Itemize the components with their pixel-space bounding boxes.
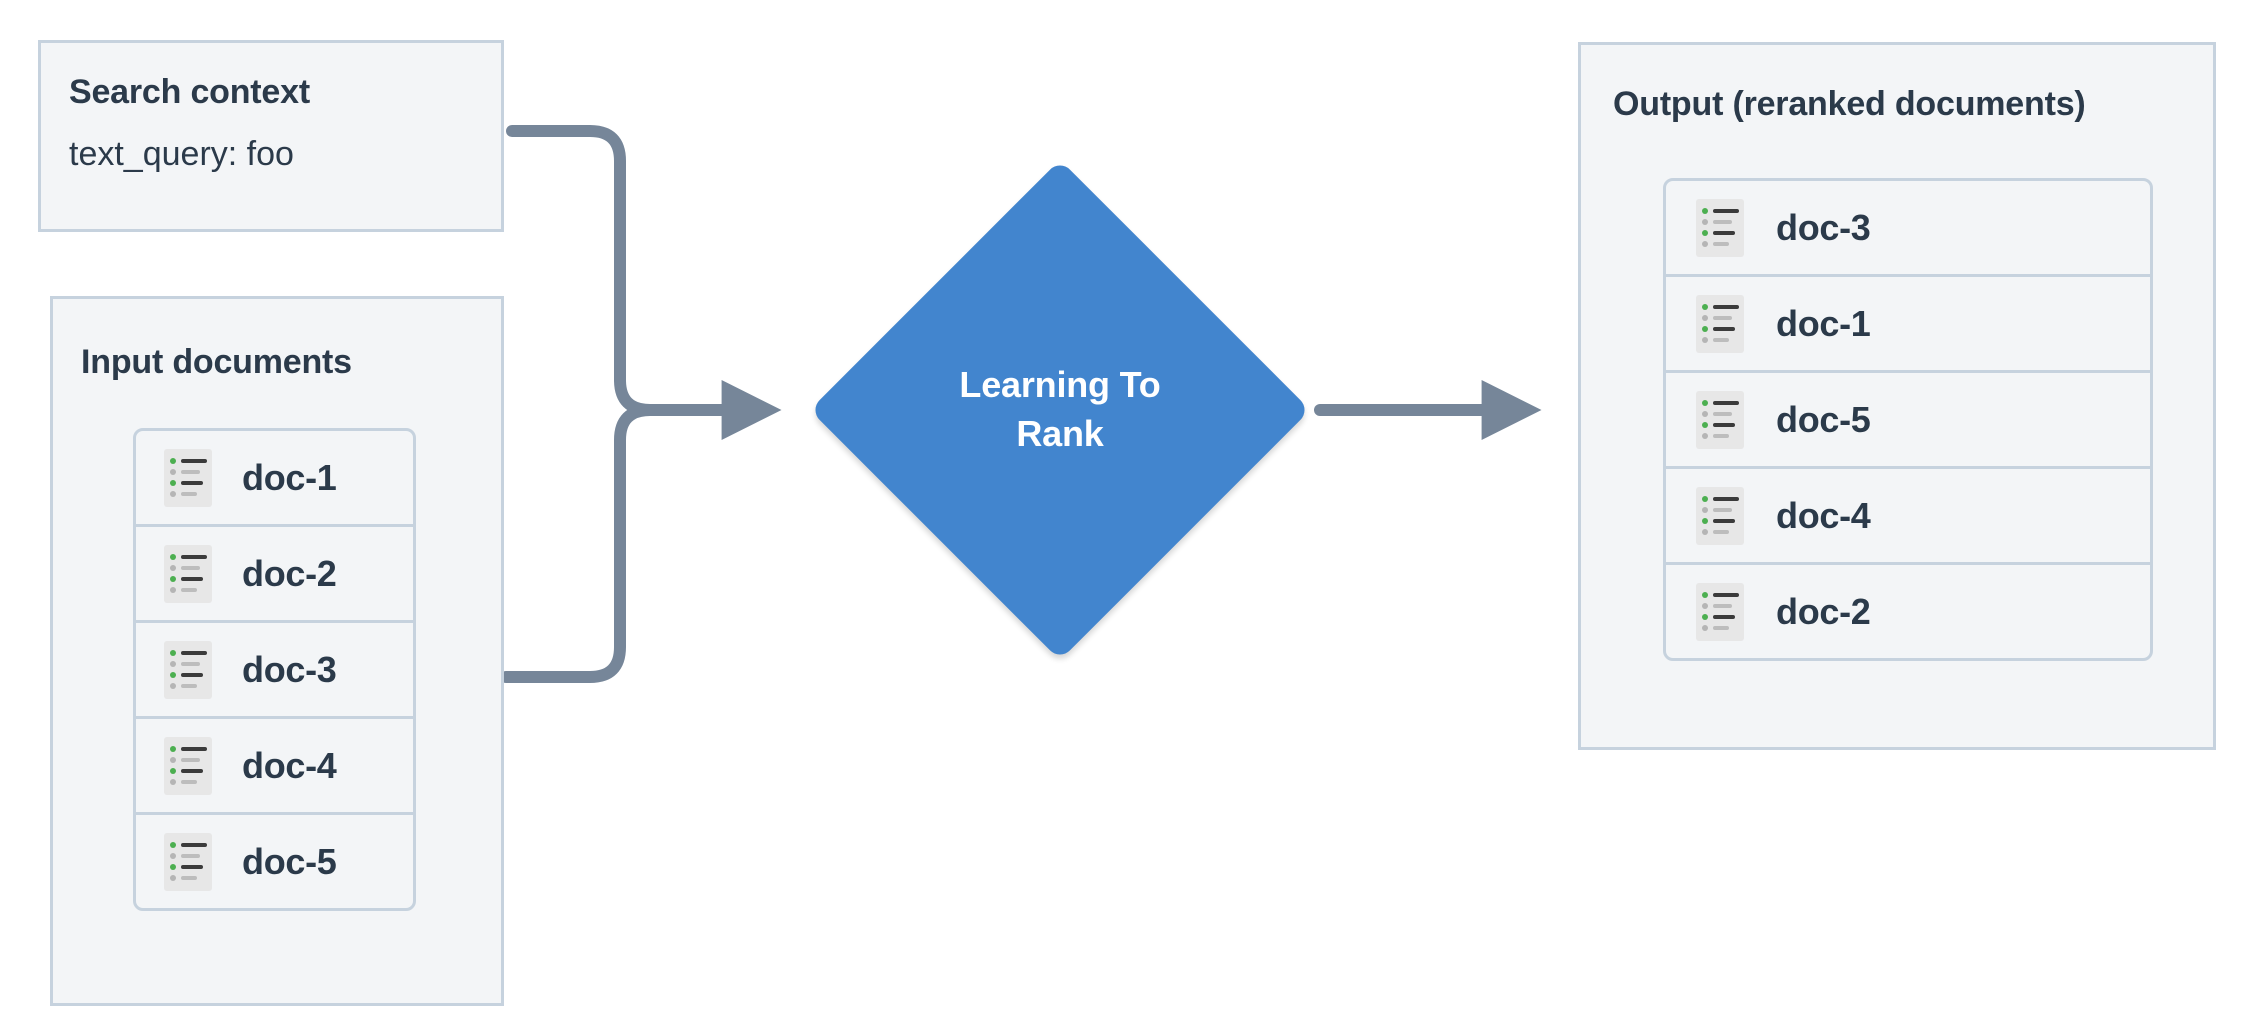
search-context-title: Search context — [69, 73, 310, 111]
list-item-label: doc-1 — [242, 456, 337, 498]
list-item[interactable]: doc-1 — [1663, 274, 2153, 373]
learning-to-rank-node[interactable]: Learning To Rank — [809, 159, 1311, 661]
list-item-label: doc-4 — [242, 744, 337, 786]
search-context-panel: Search context text_query: foo — [38, 40, 504, 232]
list-item[interactable]: doc-3 — [1663, 178, 2153, 277]
output-documents-panel: Output (reranked documents) doc-3 — [1578, 42, 2216, 750]
list-item[interactable]: doc-4 — [133, 716, 416, 815]
document-list-icon — [164, 832, 212, 891]
document-list-icon — [1696, 486, 1744, 545]
list-item-label: doc-3 — [242, 648, 337, 690]
document-list-icon — [164, 640, 212, 699]
input-documents-title: Input documents — [81, 343, 352, 381]
list-item-label: doc-3 — [1776, 206, 1871, 248]
list-item[interactable]: doc-4 — [1663, 466, 2153, 565]
output-documents-title: Output (reranked documents) — [1613, 85, 2086, 123]
list-item-label: doc-2 — [242, 552, 337, 594]
document-list-icon — [1696, 582, 1744, 641]
list-item-label: doc-2 — [1776, 590, 1871, 632]
list-item[interactable]: doc-1 — [133, 428, 416, 527]
output-documents-list: doc-3 doc-1 doc-5 — [1663, 178, 2153, 661]
search-context-text-query: text_query: foo — [69, 135, 294, 173]
connector-input-documents-to-model — [500, 404, 766, 683]
input-documents-panel: Input documents doc-1 doc-2 — [50, 296, 504, 1006]
list-item-label: doc-1 — [1776, 302, 1871, 344]
input-documents-list: doc-1 doc-2 doc-3 — [133, 428, 416, 911]
list-item-label: doc-4 — [1776, 494, 1871, 536]
document-list-icon — [1696, 294, 1744, 353]
list-item-label: doc-5 — [242, 840, 337, 882]
list-item[interactable]: doc-2 — [133, 524, 416, 623]
list-item[interactable]: doc-5 — [1663, 370, 2153, 469]
list-item[interactable]: doc-5 — [133, 812, 416, 911]
connector-search-context-to-model — [506, 125, 782, 440]
list-item[interactable]: doc-3 — [133, 620, 416, 719]
list-item-label: doc-5 — [1776, 398, 1871, 440]
document-list-icon — [164, 448, 212, 507]
document-list-icon — [164, 544, 212, 603]
diamond-shape — [809, 159, 1311, 661]
document-list-icon — [1696, 198, 1744, 257]
document-list-icon — [1696, 390, 1744, 449]
list-item[interactable]: doc-2 — [1663, 562, 2153, 661]
document-list-icon — [164, 736, 212, 795]
